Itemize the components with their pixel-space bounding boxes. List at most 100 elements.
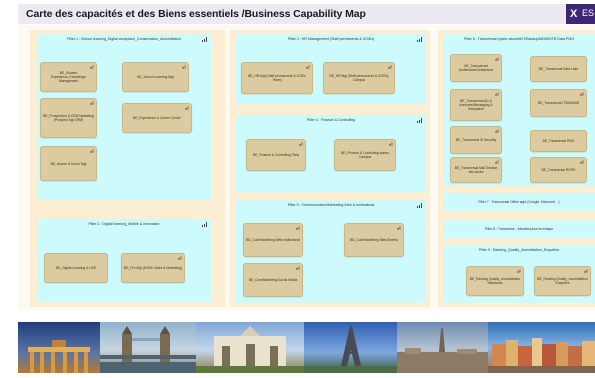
capability-card[interactable]: BE_HR Mgt (Staff permanents & ICSEs Team… [241, 62, 313, 94]
turin-skyline-icon [397, 328, 488, 373]
capability-label: BE_Transversal SI Security [455, 138, 497, 142]
title-bar [18, 4, 595, 24]
bar-chart-icon [495, 92, 499, 96]
bar-chart-icon [388, 65, 392, 69]
photo-turin-skyline [397, 322, 488, 373]
capability-label: BE_Ranking Quality_Accreditation Enquête… [537, 277, 588, 285]
pillar-7[interactable]: Pilier 7 : Transversal Office appl (Goog… [443, 193, 595, 211]
pillar-8[interactable]: Pilier 8 : Transverse : Infrastructure t… [443, 220, 595, 238]
pillar-9-title: Pilier 9 : Ranking_Quality_Accreditation… [478, 248, 560, 252]
capability-card[interactable]: BE_HR Mgt (Staff permanents & ICSEs) Cam… [323, 62, 395, 94]
bar-chart-icon[interactable] [202, 222, 208, 227]
capability-label: BE_Digital Learning & LMS [56, 266, 96, 270]
capability-label: BE_Ranking Quality_Accreditation Standar… [469, 277, 521, 285]
photo-brandenburg-gate [18, 322, 100, 373]
capability-label: BE_Com/Marketing Web Institutional [246, 238, 300, 242]
capability-label: BE_Student Experience_Knowledge Manageme… [51, 71, 86, 83]
city-photo-strip [18, 322, 595, 373]
capability-card[interactable]: BE_Com/Marketing Web Institutional [243, 223, 303, 257]
pillar-8-title: Pilier 8 : Transverse : Infrastructure t… [484, 227, 554, 231]
capability-label: BE_Finance & Controlling Paris [252, 153, 300, 157]
bar-chart-icon [580, 92, 584, 96]
capability-card[interactable]: BE_Pre Mgt (EdTeh Sales & Marketing) [121, 253, 185, 283]
pillar-4-title: Pilier 4 : Finance & Controlling [306, 118, 356, 122]
capability-label: BE_Pre Mgt (EdTeh Sales & Marketing) [124, 266, 182, 270]
bar-chart-icon [185, 106, 189, 110]
capability-label: BE_Transversal Architecture/Urbanisme [458, 64, 494, 72]
warsaw-old-town-icon [488, 338, 595, 373]
capability-card[interactable]: BE_Prospection & CRM Marketing (Prospect… [40, 98, 97, 138]
photo-warsaw-old-town [488, 322, 595, 373]
capability-card[interactable]: BE_Transversal PMO [530, 130, 587, 152]
capability-card[interactable]: BE_Transversal AD & Annuaire/Messaging &… [450, 89, 502, 121]
pillar-7-title: Pilier 7 : Transversal Office appl (Goog… [478, 200, 560, 204]
bar-chart-icon[interactable] [417, 203, 423, 208]
capability-card[interactable]: BE_Transversal RGPD [530, 157, 587, 183]
bar-chart-icon[interactable] [417, 118, 423, 123]
capability-card[interactable]: BE_School Learning Mgt [122, 62, 189, 92]
pillar-3-title: Pilier 3 : HR Management (Staff permanen… [287, 37, 375, 41]
bar-chart-icon [90, 101, 94, 105]
capability-label: BE_School Learning Mgt [137, 75, 174, 79]
bar-chart-icon [495, 57, 499, 61]
capability-card[interactable]: BE_Transversal Data Lake [530, 56, 587, 82]
capability-label: BE_HR Mgt (Staff permanents & ICSEs Team… [248, 74, 306, 82]
capability-card[interactable]: BE_Alumni & Donor Mgt [40, 146, 97, 181]
capability-card[interactable]: BE_Transversal SI Security [450, 126, 502, 154]
pillar-6-title: Pilier 6 : Transversal (cyber-sécurité/I… [463, 37, 575, 41]
bar-chart-icon[interactable] [202, 37, 208, 42]
bar-chart-icon [296, 226, 300, 230]
capability-label: BE_Finance & Controlling autres Campus [341, 151, 389, 159]
photo-eiffel-tower [304, 322, 397, 373]
capability-label: BE_Experience & Career Center [133, 116, 181, 120]
capability-card[interactable]: BE_Transversal Architecture/Urbanisme [450, 54, 502, 82]
capability-label: BE_Transversal PMO [542, 139, 575, 143]
capability-card[interactable]: BE_Finance & Controlling Paris [246, 139, 306, 171]
bar-chart-icon [306, 65, 310, 69]
capability-card[interactable]: BE_Transversal ITSM/MDM [530, 89, 587, 117]
bar-chart-icon [389, 142, 393, 146]
pillar-5-title: Pilier 5 : Communication/Marketing Web &… [287, 203, 375, 207]
photo-puerta-de-alcala [196, 322, 304, 373]
eiffel-tower-icon [304, 326, 397, 373]
capability-label: BE_Alumni & Donor Mgt [50, 161, 87, 166]
bar-chart-icon [299, 142, 303, 146]
capability-card[interactable]: BE_Com/Marketing Sites/Events [344, 223, 404, 257]
capability-label: BE_Transversal ITSM/MDM [538, 101, 579, 105]
capability-label: BE_Transversal Data Lake [538, 67, 579, 71]
capability-card[interactable]: BE_Finance & Controlling autres Campus [334, 139, 396, 171]
capability-label: BE_Transversal Mail Gestion des accès [454, 166, 498, 174]
logo-text: ES [582, 8, 595, 18]
bar-chart-icon [296, 266, 300, 270]
bar-chart-icon [90, 149, 94, 153]
capability-card[interactable]: BE_Experience & Career Center [122, 103, 192, 133]
capability-label: BE_Transversal RGPD [541, 168, 576, 172]
capability-card[interactable]: BE_Transversal Mail Gestion des accès [450, 157, 502, 183]
tower-bridge-icon [100, 326, 196, 373]
bar-chart-icon [584, 269, 588, 273]
bar-chart-icon [580, 160, 584, 164]
capability-card[interactable]: BE_Student Experience_Knowledge Manageme… [40, 62, 97, 92]
bar-chart-icon [397, 226, 401, 230]
photo-tower-bridge [100, 322, 196, 373]
capability-label: BE_Prospection & CRM Marketing (Prospect… [43, 114, 94, 122]
pillar-2-title: Pilier 2 : Digital learning_Mobile & inn… [88, 222, 160, 226]
brandenburg-gate-icon [28, 340, 90, 373]
bar-chart-icon [495, 129, 499, 133]
bar-chart-icon [182, 65, 186, 69]
logo: X ES [566, 4, 595, 24]
capability-card[interactable]: BE_Com/Marketing Social Media [243, 263, 303, 297]
capability-label: BE_Transversal AD & Annuaire/Messaging &… [459, 99, 493, 111]
bar-chart-icon [495, 160, 499, 164]
bar-chart-icon [90, 65, 94, 69]
capability-card[interactable]: BE_Ranking Quality_Accreditation Standar… [466, 266, 524, 296]
bar-chart-icon [178, 256, 182, 260]
capability-label: BE_Com/Marketing Sites/Events [350, 238, 398, 242]
puerta-de-alcala-icon [196, 326, 304, 373]
pillar-1-title: Pilier 1 : School learning_Digital workp… [67, 37, 181, 41]
logo-x-icon: X [570, 8, 578, 20]
capability-card[interactable]: BE_Digital Learning & LMS [44, 253, 108, 283]
capability-label: BE_HR Mgt (Staff permanents & ICSEs) Cam… [329, 74, 389, 82]
capability-card[interactable]: BE_Ranking Quality_Accreditation Enquête… [534, 266, 591, 296]
bar-chart-icon[interactable] [417, 37, 423, 42]
